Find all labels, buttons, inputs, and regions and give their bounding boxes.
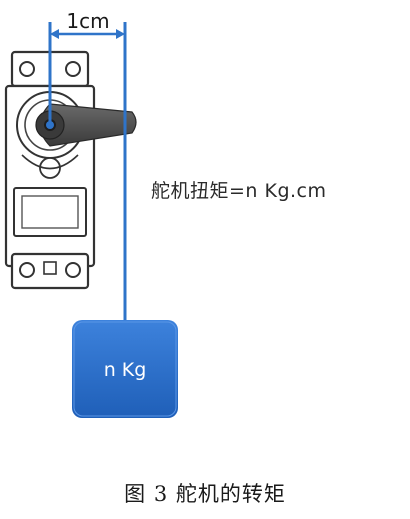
distance-label: 1cm (66, 9, 109, 33)
torque-formula-label: 舵机扭矩=n Kg.cm (151, 180, 327, 202)
distance-measure: 1cm (48, 9, 127, 320)
servo-horn (35, 103, 137, 147)
weight-label: n Kg (104, 359, 147, 381)
weight-block: n Kg (72, 320, 178, 418)
figure-caption: 图 3 舵机的转矩 (124, 482, 286, 506)
